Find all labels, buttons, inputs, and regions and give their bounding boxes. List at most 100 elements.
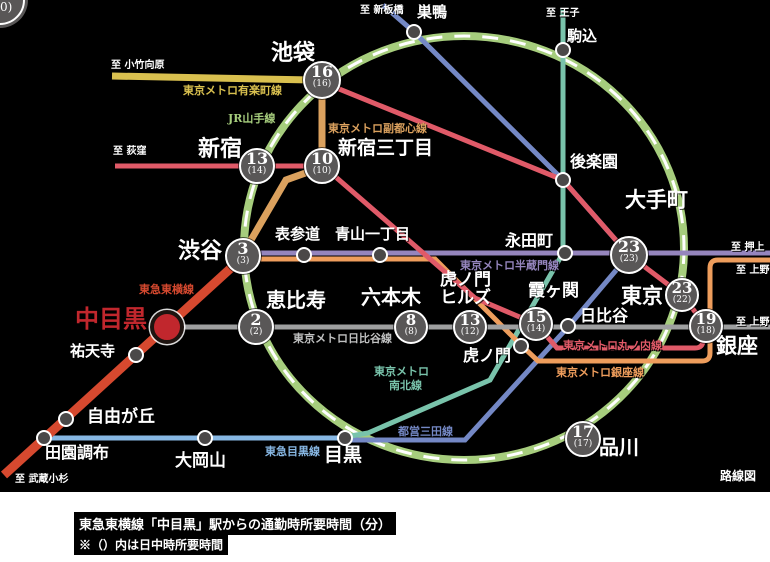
terminus-label-oji: 至 王子 — [546, 8, 580, 19]
station-label-shinjuku: 新宿 — [198, 136, 243, 162]
station-dot-yutenji — [128, 347, 144, 363]
station-circle-ebisu: 2(2) — [238, 309, 274, 345]
station-label-ebisu: 恵比寿 — [266, 288, 326, 312]
station-label-omotesando: 表参道 — [275, 225, 321, 243]
station-dot-ookayama — [197, 430, 213, 446]
station-dot-sugamo — [406, 24, 422, 40]
station-label-nagatacho: 永田町 — [505, 231, 554, 250]
station-label-otemachi: 大手町 — [625, 187, 688, 212]
station-circle-toranomon-hills: 13(12) — [453, 310, 487, 344]
station-circle-shinagawa: 17(17) — [565, 421, 601, 457]
station-label-shinagawa: 品川 — [599, 435, 639, 459]
station-label-hibiya-sta: 日比谷 — [580, 306, 629, 325]
station-label-ookayama: 大岡山 — [175, 451, 226, 471]
station-dot-nagatacho — [557, 245, 573, 261]
station-dot-aoyama-itchome — [372, 247, 388, 263]
station-daytime-shinagawa: (17) — [573, 439, 593, 449]
station-minutes-otemachi: 23 — [617, 237, 641, 256]
station-minutes-roppongi: 8 — [405, 311, 417, 329]
station-daytime-shinjuku: (14) — [247, 166, 267, 176]
station-label-roppongi: 六本木 — [361, 285, 421, 309]
line-label-hanzomon: 東京メトロ半蔵門線 — [460, 259, 559, 272]
station-circle-ikebukuro: 16(16) — [303, 61, 341, 99]
station-label-sugamo: 巣鴨 — [417, 3, 448, 21]
station-daytime-ginza: (18) — [696, 326, 716, 336]
station-minutes-ebisu: 2 — [250, 310, 262, 329]
station-minutes-ikebukuro: 16 — [310, 62, 334, 81]
line-label-yamanote: JR山手線 — [228, 112, 276, 125]
station-label-toranomon-hills: 虎ノ門 ヒルズ — [440, 270, 491, 308]
line-label-namboku-2: 南北線 — [389, 379, 422, 392]
station-circle-shinjuku-sanchome: 10(10) — [304, 148, 340, 184]
station-daytime-shibuya: (3) — [236, 256, 250, 266]
station-label-meguro: 目黒 — [324, 444, 363, 466]
origin-station-marker-nakameguro — [150, 310, 184, 344]
line-label-namboku-1: 東京メトロ — [374, 365, 429, 378]
station-label-kasumigaseki: 霞ヶ関 — [528, 281, 579, 301]
station-label-komagome: 駒込 — [567, 27, 598, 45]
line-label-meguro: 東急目黒線 — [265, 445, 320, 458]
station-daytime-ikebukuro: (16) — [312, 79, 332, 89]
line-label-toyoko: 東急東横線 — [139, 283, 194, 296]
station-circle-shinjuku: 13(14) — [239, 148, 275, 184]
station-circle-roppongi: 8(8) — [394, 310, 428, 344]
line-fukutoshin — [240, 82, 326, 254]
terminus-label-ueno-hibiya: 至 上野 — [736, 317, 770, 328]
line-ginza — [245, 256, 770, 364]
terminus-label-ueno-ginza: 至 上野 — [736, 265, 770, 276]
station-dot-jiyugaoka — [58, 411, 74, 427]
station-label-denenchofu: 田園調布 — [45, 443, 110, 462]
terminus-label-ogikubo: 至 荻窪 — [113, 146, 147, 157]
terminus-label-oshiage: 至 押上 — [731, 242, 765, 253]
station-daytime-otemachi: (23) — [619, 254, 639, 264]
station-minutes-tokyo: 23 — [671, 279, 693, 297]
station-minutes-toranomon-hills: 13 — [459, 311, 481, 329]
line-label-hibiya: 東京メトロ日比谷線 — [293, 332, 392, 345]
legend-text-line2: ※（）内は日中時所要時間 — [74, 534, 229, 555]
line-label-ginza: 東京メトロ銀座線 — [556, 366, 644, 379]
station-daytime-shinjuku-sanchome: (10) — [312, 166, 332, 176]
station-daytime-tokyo: (22) — [672, 295, 692, 305]
line-label-fukutoshin: 東京メトロ副都心線 — [328, 122, 427, 135]
station-dot-korakuen — [555, 172, 571, 188]
line-namboku — [344, 8, 566, 440]
origin-station-label: 中目黒 — [75, 304, 147, 333]
station-circle-tokyo: 23(22) — [665, 278, 699, 312]
station-minutes-shinagawa: 17 — [571, 422, 595, 441]
station-label-aoyama-itchome: 青山一丁目 — [335, 225, 411, 243]
station-label-yutenji: 祐天寺 — [70, 342, 116, 360]
station-daytime-roppongi: (8) — [404, 327, 418, 337]
terminus-label-musashi-kosugi: 至 武蔵小杉 — [15, 474, 69, 485]
station-minutes-kasumigaseki: 15 — [525, 308, 547, 326]
station-label-shibuya: 渋谷 — [178, 238, 223, 264]
terminus-label-kotake-mukaihara: 至 小竹向原 — [111, 60, 165, 71]
station-label-toranomon: 虎ノ門 — [463, 346, 512, 365]
station-dot-meguro — [337, 430, 353, 446]
station-minutes-shinjuku-sanchome: 10 — [310, 149, 334, 168]
line-yurakucho — [111, 72, 313, 84]
station-label-jiyugaoka: 自由が丘 — [87, 407, 155, 427]
station-minutes-ginza: 19 — [695, 310, 717, 328]
station-dot-toranomon — [513, 338, 529, 354]
station-circle-otemachi: 23(23) — [610, 236, 648, 274]
station-daytime-toranomon-hills: (12) — [460, 327, 480, 337]
line-label-marunouchi: 東京メトロ丸ノ内線 — [563, 339, 662, 352]
station-dot-omotesando — [296, 247, 312, 263]
station-minutes-shinjuku: 13 — [245, 149, 269, 168]
legend-sample-daytime: (00) — [0, 0, 13, 14]
station-daytime-ebisu: (2) — [249, 327, 263, 337]
line-label-yurakucho: 東京メトロ有楽町線 — [183, 84, 282, 97]
station-label-korakuen: 後楽園 — [570, 152, 619, 171]
station-circle-shibuya: 3(3) — [225, 238, 261, 274]
station-minutes-shibuya: 3 — [237, 239, 249, 258]
legend-sample-minutes: 00 — [0, 0, 23, 1]
map-corner-note: 路線図 — [720, 469, 757, 483]
station-dot-hibiya-sta — [560, 318, 576, 334]
station-label-ginza: 銀座 — [716, 333, 758, 358]
line-label-mita: 都営三田線 — [398, 425, 453, 438]
legend-text-line1: 東急東横線「中目黒」駅からの通勤時所要時間（分） — [74, 512, 397, 535]
station-label-tokyo: 東京 — [621, 283, 663, 308]
station-dot-komagome — [555, 42, 571, 58]
